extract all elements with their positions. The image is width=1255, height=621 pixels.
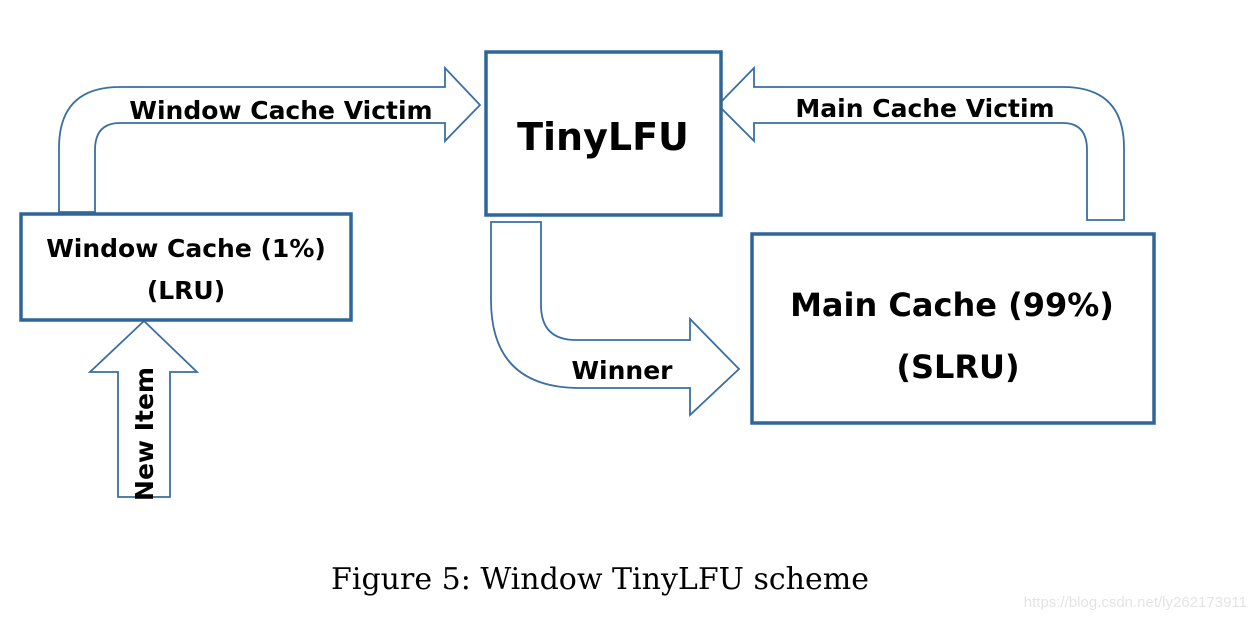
main-victim-arrow	[716, 65, 1125, 221]
tinylfu-label: TinyLFU	[517, 115, 689, 159]
main-cache-policy: (SLRU)	[896, 348, 1019, 386]
main-victim-label: Main Cache Victim	[795, 94, 1054, 123]
window-victim-arrow	[58, 65, 482, 213]
figure-caption: Figure 5: Window TinyLFU scheme	[331, 562, 869, 597]
tinylfu-box	[484, 50, 723, 217]
window-cache-label: Window Cache (1%)	[46, 234, 326, 263]
window-cache-box	[19, 212, 353, 322]
window-victim-label: Window Cache Victim	[129, 96, 432, 125]
watermark: https://blog.csdn.net/ly262173911	[1023, 594, 1247, 611]
new-item-label: New Item	[130, 367, 159, 501]
new-item-arrow	[87, 319, 200, 498]
window-cache-policy: (LRU)	[147, 276, 225, 305]
main-cache-box	[750, 232, 1156, 425]
winner-label: Winner	[571, 356, 673, 385]
main-cache-label: Main Cache (99%)	[790, 286, 1114, 324]
winner-arrow	[490, 221, 741, 418]
